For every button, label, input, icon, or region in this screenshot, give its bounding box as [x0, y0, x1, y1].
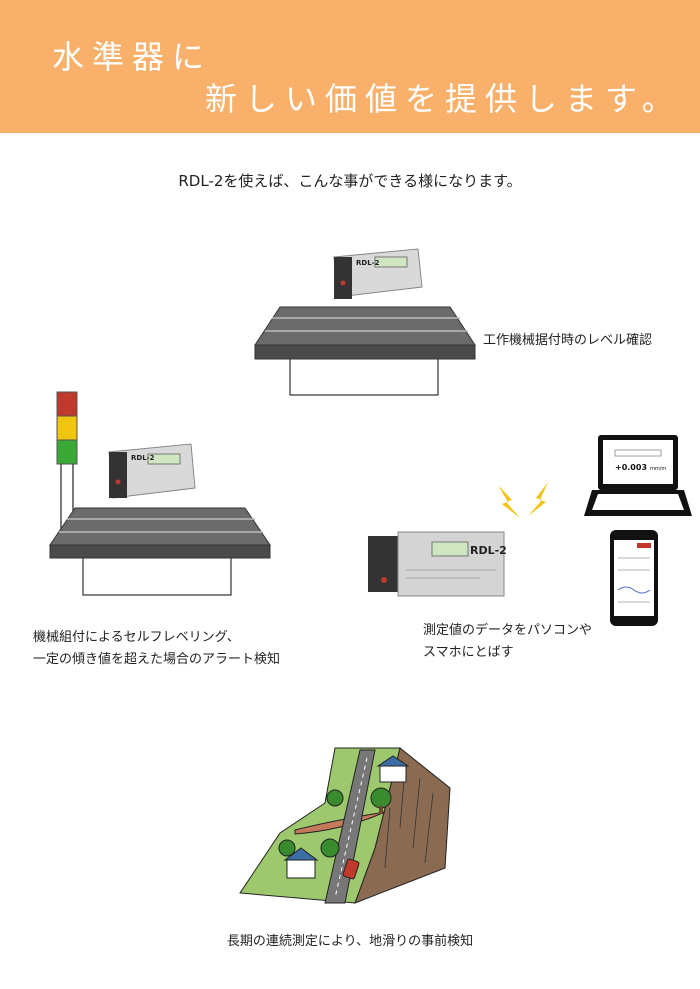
intro-text: RDL-2を使えば、こんな事ができる様になります。: [178, 172, 522, 190]
caption-wireless: 測定値のデータをパソコンや スマホにとばす: [423, 623, 593, 660]
house-icon: [283, 847, 319, 879]
rdl2-device: RDL-2: [108, 443, 196, 499]
tree-icon: [326, 789, 344, 807]
tree-icon: [278, 839, 296, 857]
caption-table-level: 工作機械据付時のレベル確認: [483, 333, 653, 348]
laptop-reading: +0.003: [615, 463, 647, 472]
laptop-icon: +0.003 mm/m: [584, 435, 692, 516]
scene-landslide: [239, 747, 451, 904]
house-icon: [376, 755, 410, 783]
header-title-line1: 水準器に: [52, 38, 213, 76]
laptop-unit: mm/m: [650, 466, 666, 472]
device-label: RDL-2: [470, 544, 507, 557]
scene-self-leveling: RDL-2: [49, 391, 271, 596]
scene-wireless: +0.003 mm/m RDL-2: [368, 435, 692, 626]
device-label: RDL-2: [356, 259, 380, 267]
signal-tower-icon: [56, 391, 78, 532]
rdl2-device: RDL-2: [368, 531, 507, 597]
header-banner: 水準器に 新しい価値を提供します。: [0, 0, 700, 133]
rdl2-device: RDL-2: [333, 248, 423, 299]
tree-icon: [320, 838, 340, 858]
wireless-signal-icon: [498, 485, 520, 518]
caption-landslide: 長期の連続測定により、地滑りの事前検知: [226, 934, 474, 949]
car-icon: [342, 858, 360, 880]
caption-self-leveling: 機械組付によるセルフレベリング、 一定の傾き値を超えた場合のアラート検知: [33, 630, 281, 667]
smartphone-icon: [610, 530, 658, 626]
scene-table-level: RDL-2: [254, 248, 476, 396]
tree-icon: [370, 787, 392, 814]
device-label: RDL-2: [131, 454, 155, 462]
wireless-signal-icon: [528, 482, 548, 516]
header-title-line2: 新しい価値を提供します。: [205, 80, 682, 118]
